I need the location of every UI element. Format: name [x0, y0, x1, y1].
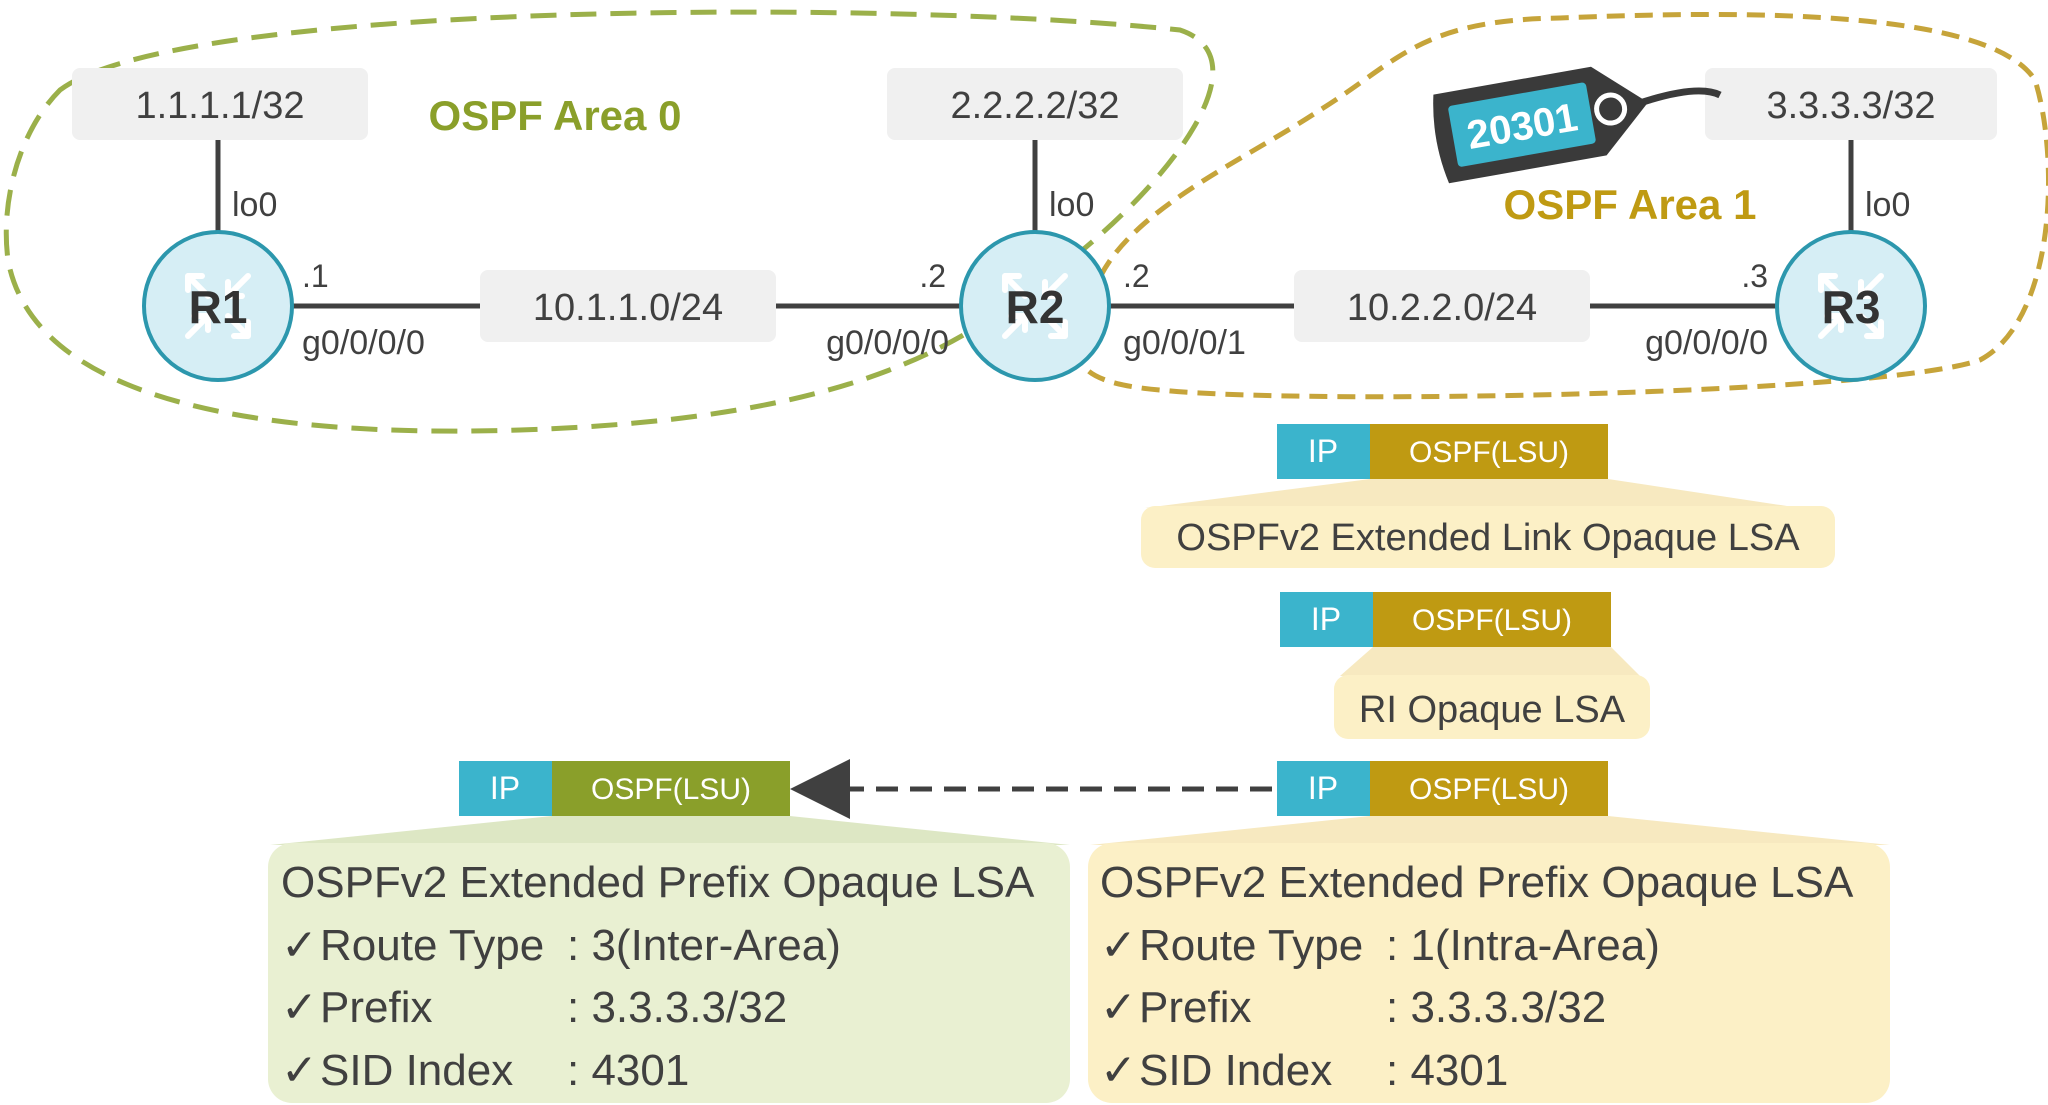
- loopback-r2-prefix: 2.2.2.2/32: [950, 85, 1119, 127]
- router-r1: R1: [142, 230, 294, 382]
- lsa-prefix-area1-row-value: : 3.3.3.3/32: [1386, 983, 1606, 1032]
- packet-prefix-area1-ip: IP: [1308, 770, 1338, 806]
- packet-prefix-area0-ip: IP: [490, 770, 520, 806]
- packet-prefix-area0-ospf: OSPF(LSU): [591, 773, 751, 806]
- network-r2-r3-label: 10.2.2.0/24: [1347, 287, 1537, 329]
- packet-ri: IP OSPF(LSU) RI Opaque LSA: [1280, 592, 1650, 739]
- area-1-label: OSPF Area 1: [1504, 181, 1757, 228]
- check-mark: ✓: [281, 983, 318, 1032]
- check-mark: ✓: [1100, 1046, 1137, 1095]
- lsa-prefix-area0-row-value: : 3.3.3.3/32: [567, 983, 787, 1032]
- packet-prefix-area1: IP OSPF(LSU): [1090, 761, 1890, 845]
- r2-iface-right-label: g0/0/0/1: [1123, 324, 1246, 362]
- packet-prefix-area1-ospf: OSPF(LSU): [1409, 773, 1569, 806]
- lsa-prefix-area1-row-value: : 4301: [1386, 1046, 1508, 1095]
- loopback-r2: 2.2.2.2/32: [887, 68, 1183, 140]
- packet-prefix-area0: IP OSPF(LSU): [270, 761, 1070, 845]
- check-mark: ✓: [1100, 921, 1137, 970]
- network-r2-r3: 10.2.2.0/24: [1294, 270, 1590, 342]
- area-0-label: OSPF Area 0: [429, 92, 682, 139]
- router-r2-name: R2: [1006, 281, 1065, 333]
- loopback-r3: 3.3.3.3/32: [1705, 68, 1997, 140]
- lsa-ext-link-title: OSPFv2 Extended Link Opaque LSA: [1176, 517, 1800, 559]
- lsa-prefix-area0-row-name: Prefix: [320, 983, 432, 1032]
- packet-ext-link-ip: IP: [1308, 433, 1338, 469]
- r2-iface-left-label: g0/0/0/0: [826, 324, 949, 362]
- loopback-r3-prefix: 3.3.3.3/32: [1766, 85, 1935, 127]
- r2-lo0-label: lo0: [1049, 186, 1094, 224]
- lsa-prefix-area1-row-name: Route Type: [1139, 921, 1363, 970]
- loopback-r1: 1.1.1.1/32: [72, 68, 368, 140]
- packet-ri-ip: IP: [1311, 601, 1341, 637]
- lsa-prefix-area0-row-value: : 3(Inter-Area): [567, 921, 841, 970]
- lsa-prefix-area1-title: OSPFv2 Extended Prefix Opaque LSA: [1100, 858, 1854, 907]
- lsa-prefix-area1-row-name: Prefix: [1139, 983, 1251, 1032]
- r1-host-label: .1: [302, 258, 329, 294]
- network-r1-r2-label: 10.1.1.0/24: [533, 287, 723, 329]
- lsa-prefix-area0-row-name: Route Type: [320, 921, 544, 970]
- packet-ri-ospf: OSPF(LSU): [1412, 604, 1572, 637]
- router-r3-name: R3: [1822, 281, 1881, 333]
- loopback-r1-prefix: 1.1.1.1/32: [135, 85, 304, 127]
- r1-lo0-label: lo0: [232, 186, 277, 224]
- lsa-prefix-area1-row-name: SID Index: [1139, 1046, 1332, 1095]
- lsa-prefix-area1-row-value: : 1(Intra-Area): [1386, 921, 1660, 970]
- r3-iface-label: g0/0/0/0: [1645, 324, 1768, 362]
- r2-host-right-label: .2: [1123, 258, 1150, 294]
- lsa-ri-title: RI Opaque LSA: [1359, 689, 1626, 731]
- lsa-prefix-area0-box: OSPFv2 Extended Prefix Opaque LSA ✓ Rout…: [268, 843, 1070, 1103]
- check-mark: ✓: [281, 921, 318, 970]
- router-r2: R2: [959, 230, 1111, 382]
- packet-ext-link: IP OSPF(LSU) OSPFv2 Extended Link Opaque…: [1141, 424, 1835, 568]
- r2-host-left-label: .2: [919, 258, 946, 294]
- r3-host-label: .3: [1741, 258, 1768, 294]
- router-r3: R3: [1775, 230, 1927, 382]
- lsa-prefix-area1-box: OSPFv2 Extended Prefix Opaque LSA ✓ Rout…: [1088, 843, 1890, 1103]
- packet-ext-link-ospf: OSPF(LSU): [1409, 436, 1569, 469]
- lsa-prefix-area0-row-value: : 4301: [567, 1046, 689, 1095]
- check-mark: ✓: [1100, 983, 1137, 1032]
- sid-label-tag: 20301: [1433, 66, 1722, 184]
- lsa-prefix-area0-row-name: SID Index: [320, 1046, 513, 1095]
- lsa-prefix-area0-title: OSPFv2 Extended Prefix Opaque LSA: [281, 858, 1035, 907]
- r1-iface-label: g0/0/0/0: [302, 324, 425, 362]
- check-mark: ✓: [281, 1046, 318, 1095]
- router-r1-name: R1: [189, 281, 248, 333]
- network-r1-r2: 10.1.1.0/24: [480, 270, 776, 342]
- r3-lo0-label: lo0: [1865, 186, 1910, 224]
